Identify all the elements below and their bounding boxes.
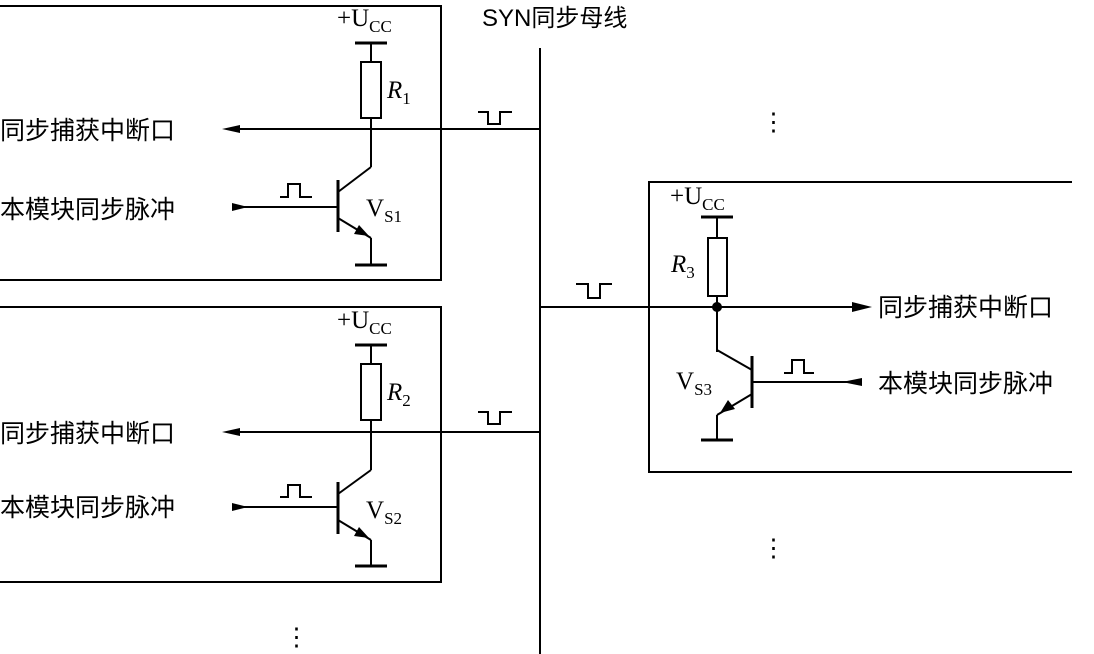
ellipsis-top-right: ⋮ [761,109,786,136]
module-3-pulse-label: 本模块同步脉冲 [878,369,1053,398]
module-2-interrupt-label: 同步捕获中断口 [0,419,175,448]
module-1-pulse-label: 本模块同步脉冲 [0,195,175,224]
module-3-emitter-arrow [720,400,735,413]
module-1-transistor-collector [337,166,372,193]
module-3-supply-label: +UCC [670,183,725,214]
module-1-pulse-arrow [232,203,248,211]
module-3-boundary [648,181,1072,473]
module-1-resistor-label: R1 [386,77,411,108]
module-3-resistor-label: R3 [670,251,695,282]
module-2-transistor-collector [337,469,372,495]
module-1-emitter-arrow [354,225,369,236]
module-1-supply-label: +UCC [337,5,392,36]
module-1-interrupt-label: 同步捕获中断口 [0,116,175,145]
module-3-resistor [707,237,728,297]
bus-title: SYN同步母线 [482,5,627,32]
module-2-resistor-label: R2 [386,379,411,410]
ellipsis-bottom-right: ⋮ [761,535,786,562]
module-3-pulse-icon [784,359,814,374]
ellipsis-bottom-left: ⋮ [284,624,309,651]
module-1-interrupt-arrow [222,125,240,133]
module-2-transistor-label: VS2 [366,497,402,528]
module-1-bus-pulse-icon [478,111,512,125]
module-3-pulse-arrow [842,378,862,386]
module-2-pulse-icon [280,484,312,498]
module-3-bus-pulse-icon [576,283,612,299]
module-2-boundary [0,306,442,583]
module-2-resistor [360,363,382,421]
module-2-interrupt-arrow [222,428,240,436]
module-3-transistor-label: VS3 [676,368,712,399]
module-1-boundary [0,5,442,281]
module-2-bus-pulse-icon [478,411,512,425]
module-2-pulse-label: 本模块同步脉冲 [0,493,175,522]
module-2-pulse-arrow [232,503,248,511]
module-3: +UCC R3 同步捕获中断口 VS3 本模块同步脉冲 [540,181,1072,473]
module-1: +UCC R1 同步捕获中断口 VS1 本模块同步脉冲 [0,5,540,281]
module-3-interrupt-label: 同步捕获中断口 [878,293,1053,322]
module-3-transistor-collector [716,349,753,371]
module-1-resistor [360,61,382,119]
module-3-interrupt-arrow [852,302,872,312]
module-2: +UCC R2 同步捕获中断口 VS2 本模块同步脉冲 [0,306,540,583]
module-2-emitter-arrow [354,527,369,538]
module-1-pulse-icon [280,183,312,198]
module-1-transistor-label: VS1 [366,195,402,226]
module-2-supply-label: +UCC [337,307,392,338]
